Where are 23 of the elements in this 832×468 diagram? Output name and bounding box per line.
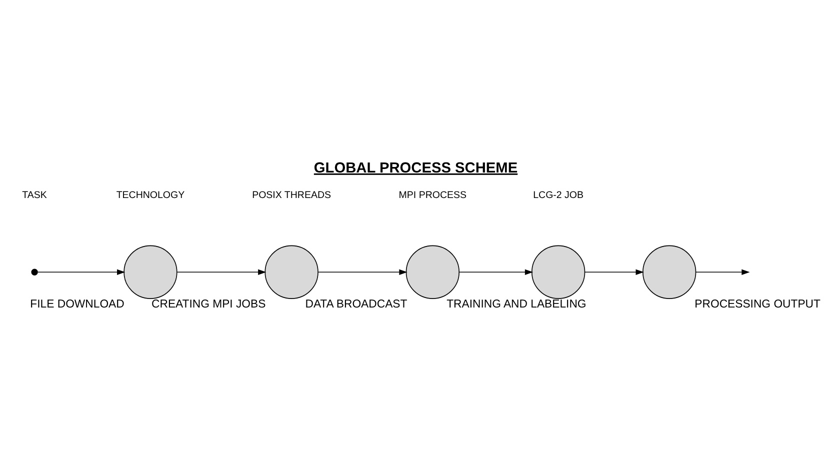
node-label: DATA BROADCAST — [305, 298, 408, 310]
label: POSIX THREADS — [252, 190, 332, 201]
diagram-title: GLOBAL PROCESS SCHEME — [314, 160, 518, 176]
node-label: CREATING MPI JOBS — [152, 298, 266, 310]
node-circle — [264, 244, 318, 298]
node-circle — [642, 244, 696, 298]
label: TASK — [22, 190, 47, 201]
arrow — [37, 268, 126, 274]
node-circle — [531, 244, 586, 298]
label: TECHNOLOGY — [116, 190, 185, 201]
arrow — [176, 268, 266, 274]
node-label: PROCESSING OUTPUT — [694, 298, 820, 310]
node-label: FILE DOWNLOAD — [30, 298, 124, 310]
arrow — [695, 268, 750, 274]
arrow — [584, 268, 644, 274]
node-circle — [31, 268, 38, 275]
node-label: TRAINING AND LABELING — [446, 298, 586, 310]
label: LCG-2 JOB — [533, 190, 584, 201]
arrow — [458, 268, 534, 274]
arrow — [318, 268, 408, 274]
node-circle — [406, 244, 460, 298]
node-circle — [124, 244, 178, 298]
label: MPI PROCESS — [398, 190, 467, 201]
